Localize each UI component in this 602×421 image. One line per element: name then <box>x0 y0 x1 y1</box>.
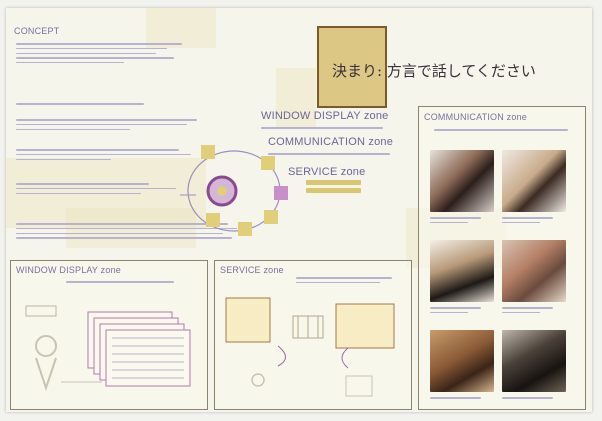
concept-text-block <box>16 220 246 242</box>
diagram-tile <box>264 210 278 224</box>
communication-zone-label: COMMUNICATION zone <box>268 136 394 148</box>
photo-caption <box>502 214 566 227</box>
diagram-tile <box>261 156 275 170</box>
photo-caption <box>502 304 566 317</box>
communication-panel-title: COMMUNICATION zone <box>424 112 527 122</box>
photo-cafe-table <box>430 330 494 392</box>
motto-accent-box <box>317 26 387 108</box>
concept-text-block <box>16 146 206 163</box>
service-panel-title: SERVICE zone <box>220 265 284 275</box>
diagram-tile <box>201 145 215 159</box>
bg-block <box>146 8 216 48</box>
concept-title: CONCEPT <box>14 26 60 36</box>
diagram-tile-highlight <box>274 186 288 200</box>
zone-desc <box>261 124 396 132</box>
bg-block <box>276 68 316 128</box>
window-display-zone-label: WINDOW DISPLAY zone <box>261 110 389 122</box>
zone-desc <box>268 150 403 158</box>
motto-text: 決まり: 方言で話してください <box>332 62 536 80</box>
photo-caption <box>502 394 566 402</box>
concept-text-block <box>16 40 196 67</box>
concept-text-block <box>16 180 206 197</box>
poster-board: CONCEPT 決まり: 方言で話してください WINDOW DISPLAY z… <box>6 8 592 412</box>
photo-caption <box>430 214 494 227</box>
concept-text-block <box>16 116 206 133</box>
diagram-tile <box>238 222 252 236</box>
photo-dark-street <box>502 330 566 392</box>
service-zone-label: SERVICE zone <box>288 166 366 178</box>
panel-desc <box>434 126 574 134</box>
photo-shopping-bags <box>430 240 494 302</box>
panel-desc <box>66 278 186 286</box>
service-tag <box>306 188 361 193</box>
concept-text-block <box>16 100 176 108</box>
photo-group-laughing <box>502 240 566 302</box>
panel-desc <box>296 274 396 287</box>
window-display-panel-title: WINDOW DISPLAY zone <box>16 265 121 275</box>
service-tag <box>306 180 361 185</box>
photo-caption <box>430 304 494 317</box>
photo-women-talking <box>430 150 494 212</box>
service-illustration <box>225 297 395 397</box>
photo-friends-chatting <box>502 150 566 212</box>
window-display-illustration <box>25 305 191 392</box>
photo-caption <box>430 394 494 402</box>
diagram-tile <box>206 213 220 227</box>
